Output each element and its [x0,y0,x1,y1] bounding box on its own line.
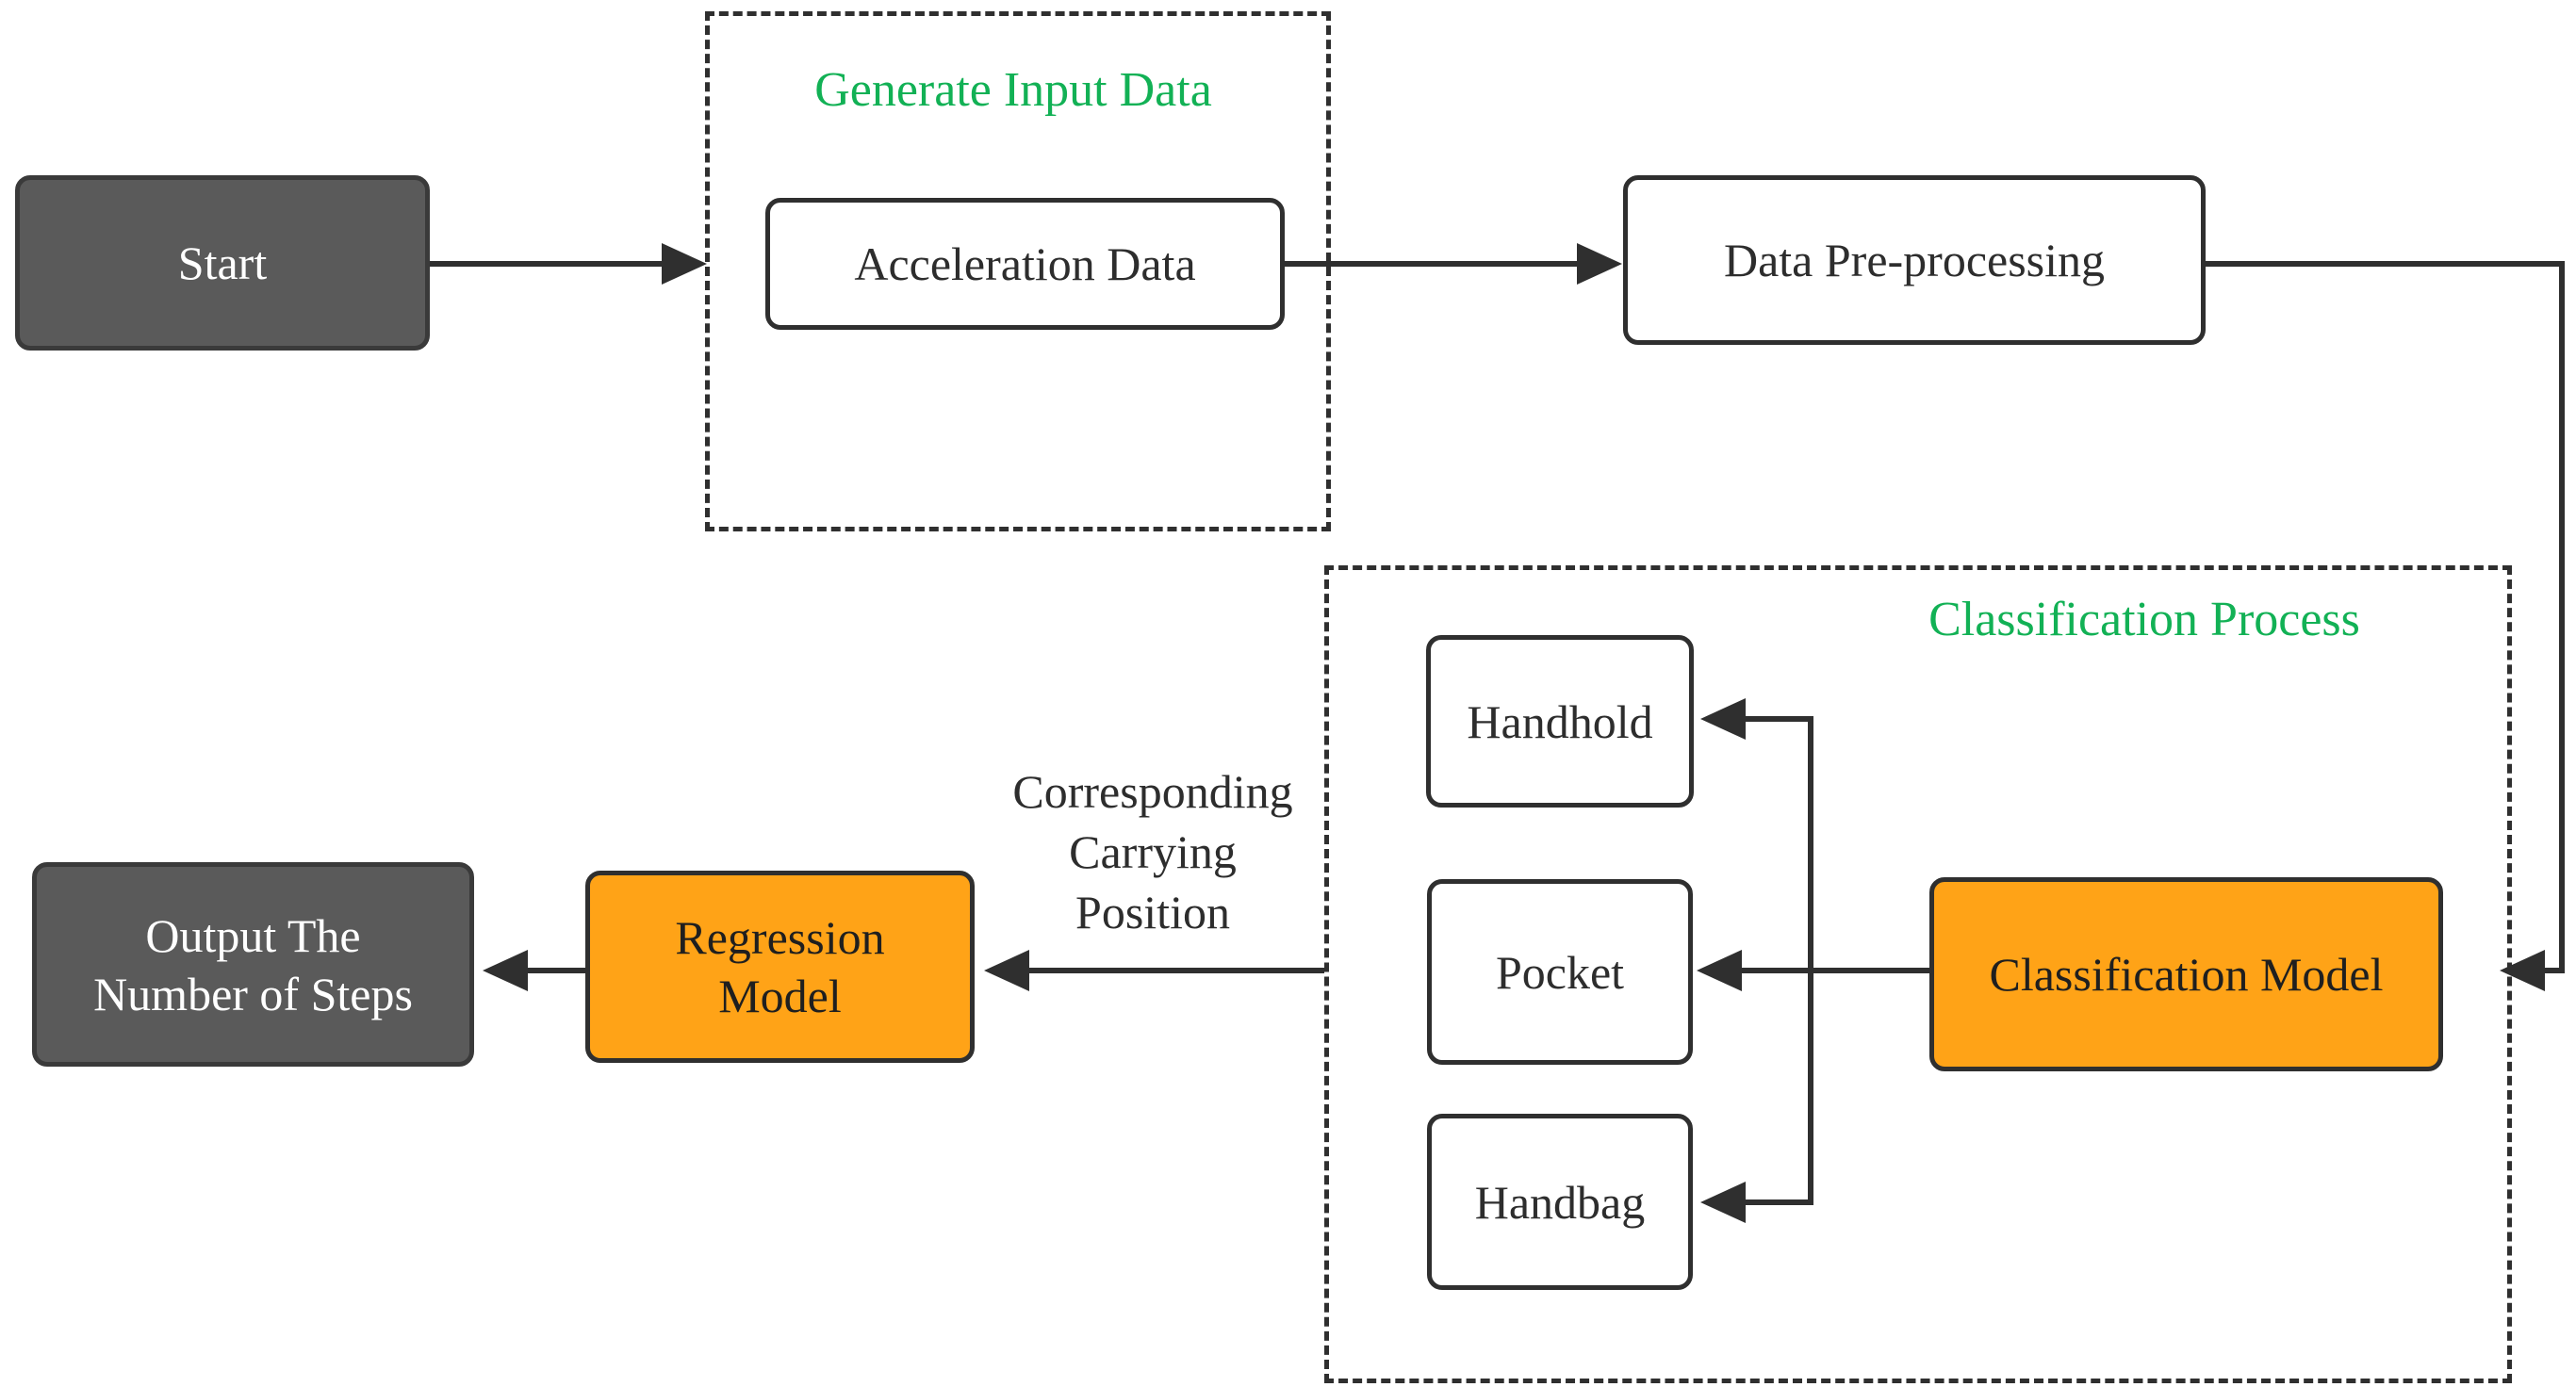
data-preprocessing-node: Data Pre-processing [1623,175,2206,345]
data-preprocessing-label: Data Pre-processing [1723,234,2106,286]
arrow-regression-to-output-line [526,968,585,973]
classification-process-label: Classification Process [1928,593,2360,646]
classification-model-node: Classification Model [1929,877,2443,1071]
arrow-regression-to-output-head [483,950,528,991]
acceleration-data-node: Acceleration Data [765,198,1285,330]
pocket-label: Pocket [1495,945,1625,999]
branch-vertical-line [1808,716,1813,1205]
handbag-node: Handbag [1427,1114,1693,1290]
regression-model-label: Regression Model [675,911,885,1022]
arrow-classification-to-pocket-line [1740,968,1929,973]
acceleration-data-label: Acceleration Data [854,237,1196,290]
arrow-preprocessing-right-line [2206,261,2565,267]
pocket-node: Pocket [1427,879,1693,1065]
arrow-start-to-generate-head [662,243,707,285]
arrow-acceleration-to-preprocessing-line [1285,261,1579,267]
arrow-group-to-regression-head [984,950,1029,991]
arrow-preprocessing-down-line [2559,261,2565,973]
arrow-into-classification-head [2500,950,2545,991]
arrow-branch-to-handhold-line [1744,716,1813,722]
handbag-label: Handbag [1474,1175,1646,1229]
carrying-position-edge-label: Corresponding Carrying Position [1012,765,1293,938]
arrow-into-classification-line [2543,968,2565,973]
start-node: Start [15,175,430,351]
arrow-branch-to-handbag-head [1700,1182,1746,1223]
classification-model-label: Classification Model [1989,948,2384,1001]
generate-input-data-label: Generate Input Data [814,63,1212,117]
start-node-label: Start [177,237,268,289]
arrow-start-to-generate-line [430,261,662,267]
generate-input-data-group [705,11,1331,531]
arrow-acceleration-to-preprocessing-head [1577,243,1622,285]
arrow-group-to-regression-line [1027,968,1324,973]
arrow-classification-to-pocket-head [1697,950,1742,991]
output-steps-node: Output The Number of Steps [32,862,474,1067]
arrow-branch-to-handhold-head [1700,698,1746,740]
arrow-branch-to-handbag-line [1744,1199,1813,1205]
handhold-node: Handhold [1426,635,1694,808]
output-steps-label: Output The Number of Steps [93,908,413,1020]
handhold-label: Handhold [1467,694,1653,748]
regression-model-node: Regression Model [585,871,975,1063]
